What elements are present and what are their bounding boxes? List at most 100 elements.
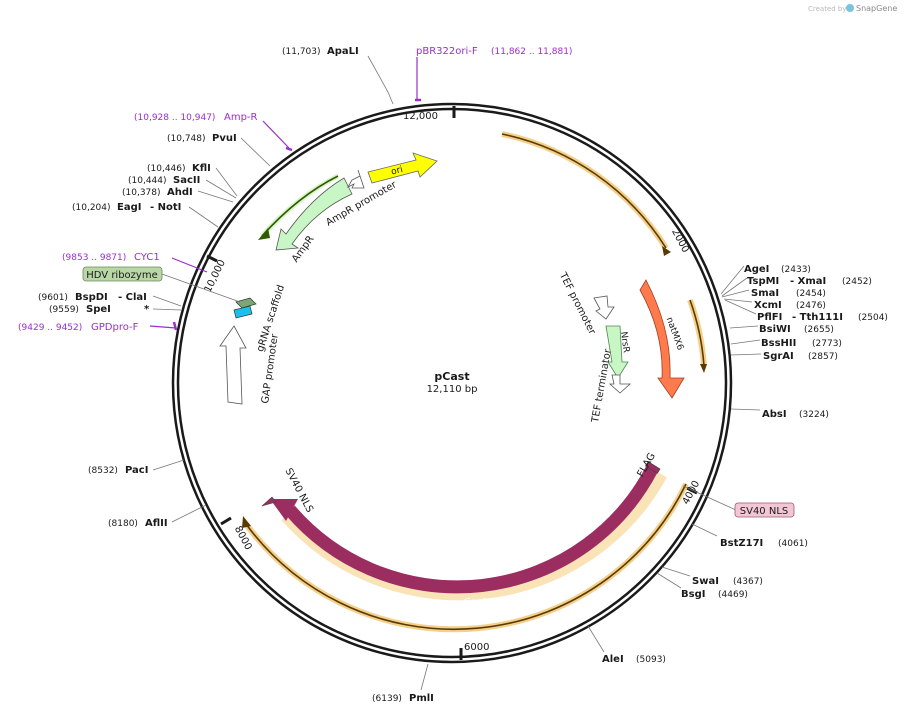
orf-arcs	[242, 131, 707, 633]
gap-promoter-arrow	[219, 325, 247, 405]
paci-name[interactable]: PacI	[125, 465, 148, 476]
spei-name[interactable]: SpeI	[86, 304, 111, 315]
primer-gpdpro[interactable]: (9429 .. 9452) GPDpro-F	[18, 321, 178, 333]
ori-arrow	[367, 152, 438, 184]
spei-pos: (9559)	[49, 305, 79, 315]
ampr-orf-head	[258, 228, 270, 240]
ampr-primer-mark	[285, 146, 293, 152]
spei-star: *	[144, 304, 150, 315]
bsgi-name[interactable]: BsgI	[681, 589, 705, 600]
orf-arc-right-head	[700, 364, 707, 373]
orf-arc-right-halo	[687, 298, 707, 367]
sacii-pos: (10,444)	[128, 176, 167, 186]
pbr322-range: (11,862 .. 11,881)	[491, 47, 572, 57]
alei-name[interactable]: AleI	[602, 654, 624, 665]
leader-bstz17i	[691, 523, 718, 537]
eagi-name[interactable]: EagI	[117, 202, 141, 213]
cas9-arrow-body	[285, 465, 658, 594]
feature-ori[interactable]: ori	[367, 152, 438, 184]
orf-arc-top-halo	[501, 131, 669, 250]
leader-pflfi	[724, 299, 757, 315]
hdv-box	[82, 266, 163, 282]
pflfi-pos: (2504)	[858, 313, 888, 323]
leader-eagi	[188, 206, 219, 228]
leader-bsshii	[730, 339, 761, 345]
xcmi-name[interactable]: XcmI	[754, 300, 782, 311]
leader-smai	[721, 289, 750, 298]
leader-paci	[152, 459, 185, 471]
tspmi-name[interactable]: TspMI	[747, 276, 779, 287]
grna-scaffold-marker	[233, 305, 253, 319]
primer-ampr[interactable]: (10,928 .. 10,947) Amp-R	[134, 112, 293, 152]
hdv-leader	[161, 273, 241, 303]
xmai-name[interactable]: - XmaI	[790, 276, 826, 287]
orf-arc-bottom-head	[242, 516, 251, 528]
pflfi-name[interactable]: PflFI	[757, 312, 782, 323]
aflii-name[interactable]: AflII	[145, 518, 168, 529]
tick-label-12000: 12,000	[403, 111, 438, 122]
tth111i-name[interactable]: - Tth111I	[792, 312, 843, 323]
cyc1-leader	[171, 257, 208, 273]
tick-10000	[206, 254, 218, 263]
sv40-nls-callout[interactable]: SV40 NLS	[682, 485, 795, 518]
leader-bsiwi	[729, 325, 759, 329]
leader-agei	[720, 265, 745, 295]
smai-name[interactable]: SmaI	[751, 288, 779, 299]
apali-name[interactable]: ApaLI	[327, 46, 359, 57]
feature-tef-cassette[interactable]: NrsR TEF promoter TEF terminator	[556, 270, 632, 425]
plasmid-name: pCast	[434, 370, 469, 383]
absi-name[interactable]: AbsI	[762, 409, 787, 420]
swai-pos: (4367)	[733, 577, 763, 587]
absi-pos: (3224)	[799, 410, 829, 420]
leader-swai	[661, 566, 691, 577]
hdv-label: HDV ribozyme	[86, 270, 157, 281]
pvui-pos: (10,748)	[167, 134, 206, 144]
ampr-promoter-arrow	[346, 169, 365, 189]
clai-name[interactable]: - ClaI	[118, 292, 147, 303]
pmli-name[interactable]: PmlI	[409, 693, 434, 704]
pmli-pos: (6139)	[372, 694, 402, 704]
noti-name[interactable]: - NotI	[150, 202, 181, 213]
bsiwi-pos: (2655)	[804, 325, 834, 335]
ahdi-name[interactable]: AhdI	[167, 187, 193, 198]
leader-pmli	[420, 663, 429, 691]
hdv-ribozyme-callout[interactable]: HDV ribozyme	[82, 266, 241, 303]
agei-name[interactable]: AgeI	[744, 264, 769, 275]
bsiwi-name[interactable]: BsiWI	[759, 324, 791, 335]
tick-marks	[206, 106, 698, 660]
site-labels-left: (11,703) ApaLI (10,748) PvuI (10,446) Kf…	[38, 46, 434, 704]
cyc1-range: (9853 .. 9871)	[62, 253, 126, 263]
kfli-name[interactable]: KflI	[192, 163, 211, 174]
gpdpro-range: (9429 .. 9452)	[18, 323, 82, 333]
swai-name[interactable]: SwaI	[692, 576, 719, 587]
primer-cyc1[interactable]: (9853 .. 9871) CYC1	[62, 252, 208, 273]
primer-pbr322[interactable]: pBR322ori-F (11,862 .. 11,881)	[415, 46, 572, 102]
orf-arc-right	[689, 299, 705, 367]
natmx6-arrow	[639, 279, 685, 399]
bspdi-name[interactable]: BspDI	[75, 292, 108, 303]
ori-label: ori	[390, 165, 404, 178]
leader-bspdi	[152, 295, 182, 307]
sacii-name[interactable]: SacII	[173, 175, 200, 186]
snapgene-logo-icon	[846, 4, 854, 12]
kfli-pos: (10,446)	[147, 164, 186, 174]
backbone	[171, 102, 733, 664]
leader-absi	[730, 408, 761, 411]
sv40-nls-leader	[682, 485, 737, 511]
feature-natmx6[interactable]: natMX6	[639, 279, 685, 399]
bstz17i-name[interactable]: BstZ17I	[720, 538, 763, 549]
leader-spei	[152, 308, 182, 311]
ampr-arrow	[275, 177, 353, 251]
feature-gap-promoter[interactable]: GAP promoter	[219, 325, 281, 405]
pvui-name[interactable]: PvuI	[212, 133, 237, 144]
tick-8000	[220, 516, 232, 526]
sgrai-name[interactable]: SgrAI	[763, 351, 794, 362]
gpdpro-leader	[149, 325, 177, 329]
tick-label-6000: 6000	[464, 642, 489, 653]
tspmi-pos: (2452)	[842, 277, 872, 287]
sv40-nls-box-label: SV40 NLS	[740, 506, 789, 517]
ahdi-pos: (10,378)	[122, 188, 161, 198]
bsshii-name[interactable]: BssHII	[761, 338, 796, 349]
feature-cas9[interactable]: Cas9	[270, 465, 667, 608]
